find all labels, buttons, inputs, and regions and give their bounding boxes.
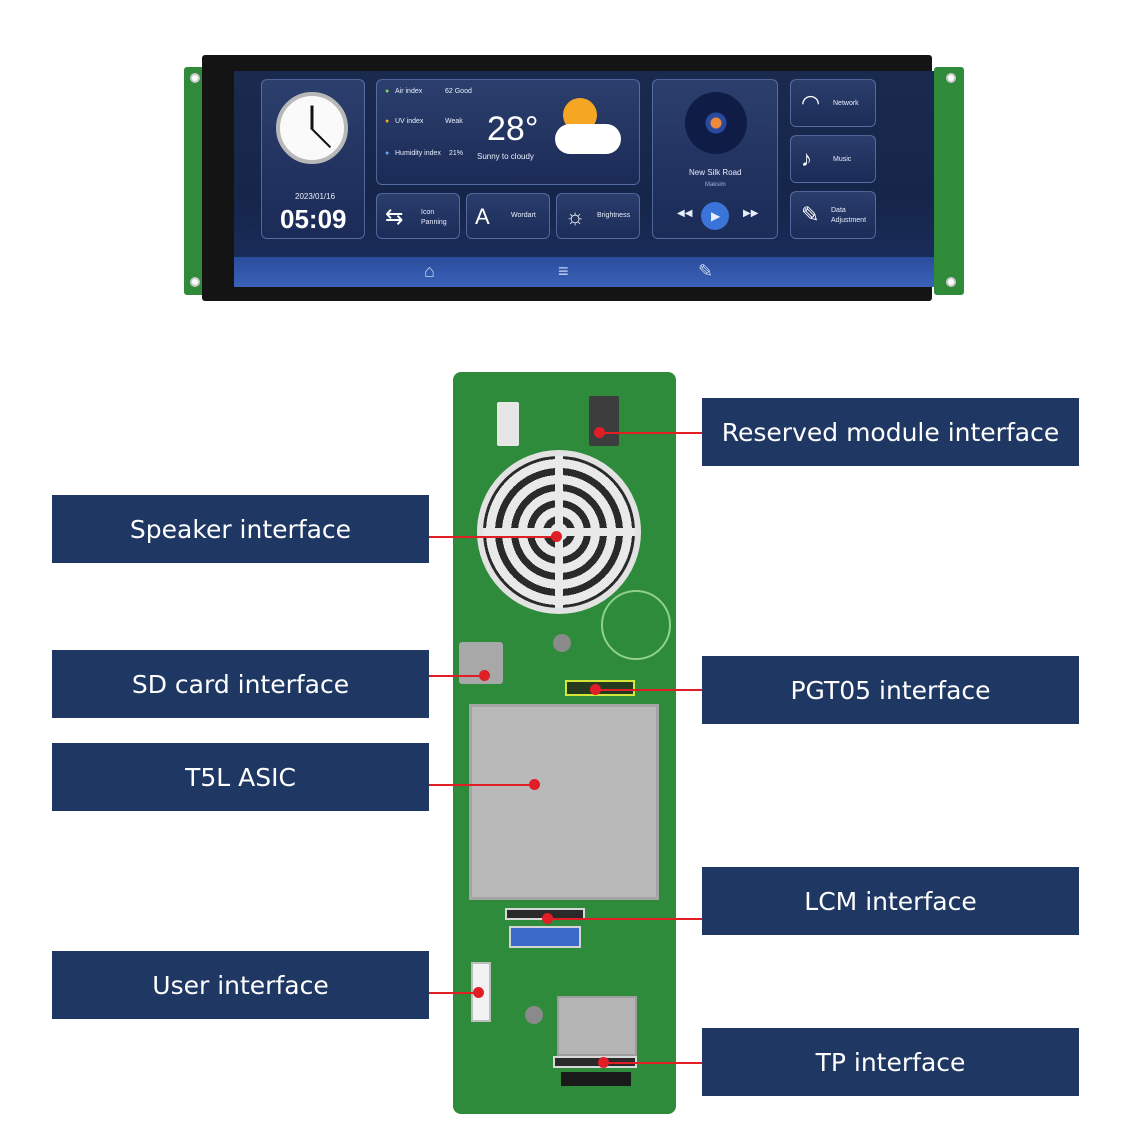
callout-reserved-module: Reserved module interface xyxy=(702,398,1079,466)
wordart-icon: A xyxy=(475,204,490,229)
leader-line xyxy=(600,432,702,434)
leader-line xyxy=(429,675,485,677)
previous-icon[interactable]: ◀◀ xyxy=(677,208,693,219)
pointer-dot xyxy=(598,1057,609,1068)
callout-speaker: Speaker interface xyxy=(52,495,429,563)
icon-panning-label: Icon Panning xyxy=(421,209,447,226)
pointer-dot xyxy=(479,670,490,681)
brightness-icon: ☼ xyxy=(565,204,586,229)
condition-text: Sunny to cloudy xyxy=(477,152,534,161)
capacitor xyxy=(525,1006,543,1024)
date-text: 2023/01/16 xyxy=(295,192,336,201)
mounting-hole xyxy=(453,404,469,420)
wordart-button[interactable]: A Wordart xyxy=(466,193,550,239)
tp-shield xyxy=(557,996,637,1056)
pointer-dot xyxy=(551,531,562,542)
callout-sd-card: SD card interface xyxy=(52,650,429,718)
leader-line xyxy=(548,918,702,920)
humidity-label: Humidity index xyxy=(395,150,441,157)
music-note-icon: ♪ xyxy=(801,146,812,171)
wordart-label: Wordart xyxy=(511,212,536,219)
time-text: 05:09 xyxy=(280,204,347,234)
callout-pgt05: PGT05 interface xyxy=(702,656,1079,724)
uv-icon: ● xyxy=(385,118,390,125)
uv-index-label: UV index xyxy=(395,118,424,125)
uv-index-value: Weak xyxy=(445,118,463,125)
mounting-hole xyxy=(190,73,200,83)
icon-panning-button[interactable]: ⇆ Icon Panning xyxy=(376,193,460,239)
leaf-icon: ● xyxy=(385,88,390,95)
mounting-hole xyxy=(946,277,956,287)
pointer-dot xyxy=(590,684,601,695)
humidity-value: 21% xyxy=(449,150,464,157)
play-icon: ▶ xyxy=(711,209,721,223)
callout-user-interface: User interface xyxy=(52,951,429,1019)
music-player-panel: New Silk Road Maksim ◀◀ ▶ ▶▶ xyxy=(652,79,778,239)
weather-panel: ● Air index 62 Good ● UV index Weak ● Hu… xyxy=(376,79,640,185)
bottom-connector xyxy=(561,1072,631,1086)
leader-line xyxy=(429,992,479,994)
t5l-asic-shield xyxy=(469,704,659,900)
data-adjustment-button[interactable]: ✎ Data Adjustment xyxy=(790,191,876,239)
temperature-text: 28° xyxy=(487,110,539,148)
display-screen: 2023/01/16 05:09 ● Air index 62 Good ● U… xyxy=(234,71,934,287)
leader-line xyxy=(604,1062,702,1064)
home-icon[interactable]: ⌂ xyxy=(424,261,435,281)
music-button[interactable]: ♪ Music xyxy=(790,135,876,183)
crystal-component xyxy=(497,402,519,446)
pointer-dot xyxy=(473,987,484,998)
music-label: Music xyxy=(833,156,852,163)
arrows-icon: ⇆ xyxy=(385,204,404,229)
battery-holder-outline xyxy=(601,590,671,660)
network-button[interactable]: ◠ Network xyxy=(790,79,876,127)
brightness-button[interactable]: ☼ Brightness xyxy=(556,193,640,239)
reserved-module-header xyxy=(589,396,619,446)
callout-t5l-asic: T5L ASIC xyxy=(52,743,429,811)
artist-name: Maksim xyxy=(705,182,726,188)
mounting-hole xyxy=(946,73,956,83)
leader-line xyxy=(429,536,557,538)
next-icon[interactable]: ▶▶ xyxy=(743,208,759,219)
pen-icon: ✎ xyxy=(801,202,820,227)
song-title: New Silk Road xyxy=(689,168,742,177)
air-index-label: Air index xyxy=(395,88,423,95)
analog-clock-icon xyxy=(276,92,348,164)
mounting-hole xyxy=(453,388,469,404)
callout-tp: TP interface xyxy=(702,1028,1079,1096)
blue-component xyxy=(509,926,581,948)
air-index-value: 62 Good xyxy=(445,88,472,95)
data-adjustment-label: Data Adjustment xyxy=(831,207,867,224)
pointer-dot xyxy=(529,779,540,790)
display-bezel: 2023/01/16 05:09 ● Air index 62 Good ● U… xyxy=(202,55,934,301)
brightness-label: Brightness xyxy=(597,212,631,219)
mounting-hole xyxy=(453,372,469,388)
vinyl-disc-icon xyxy=(685,92,747,154)
network-label: Network xyxy=(833,100,859,107)
module-pcb-right-edge xyxy=(934,67,964,295)
callout-lcm: LCM interface xyxy=(702,867,1079,935)
humidity-icon: ● xyxy=(385,150,390,157)
capacitor xyxy=(553,634,571,652)
mounting-hole xyxy=(190,277,200,287)
clock-panel: 2023/01/16 05:09 xyxy=(261,79,365,239)
play-button[interactable]: ▶ xyxy=(701,202,729,230)
pointer-dot xyxy=(542,913,553,924)
bottom-nav-bar: ⌂ ≡ ✎ xyxy=(234,257,934,287)
mounting-hole xyxy=(453,420,469,436)
leader-line xyxy=(596,689,702,691)
wifi-icon: ◠ xyxy=(801,90,821,115)
list-icon[interactable]: ≡ xyxy=(558,261,569,281)
display-module-photo: 2023/01/16 05:09 ● Air index 62 Good ● U… xyxy=(184,55,964,301)
pcb-board-photo xyxy=(453,372,676,1114)
pointer-dot xyxy=(594,427,605,438)
edit-icon[interactable]: ✎ xyxy=(698,261,714,281)
leader-line xyxy=(429,784,535,786)
cloud-icon xyxy=(555,124,621,154)
